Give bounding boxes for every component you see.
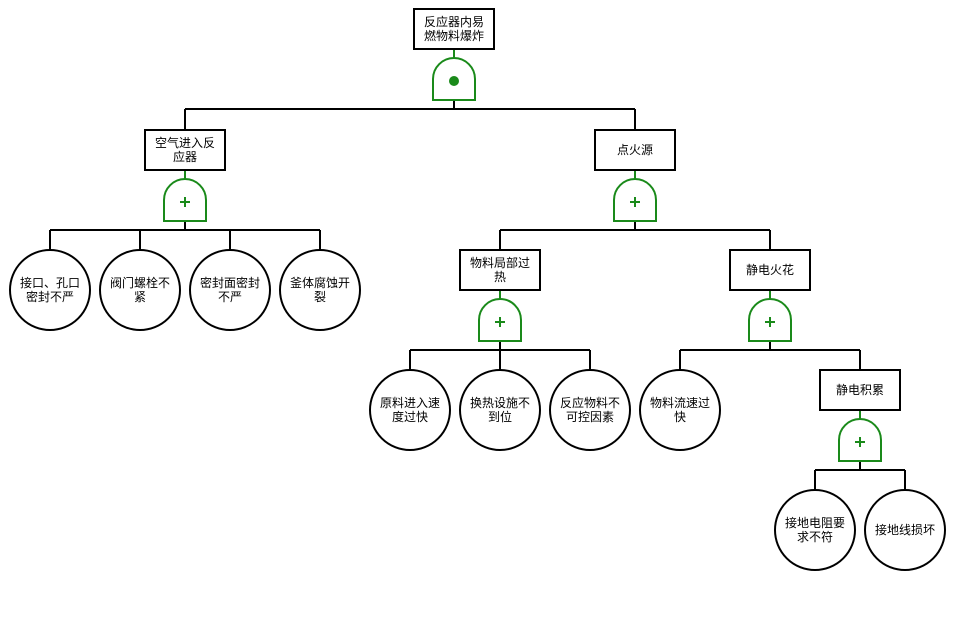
- basic-event-circle: [189, 249, 271, 331]
- event-label-line: 空气进入反: [155, 135, 215, 150]
- event-label-line: 阀门螺栓不: [110, 275, 170, 290]
- event-box: [594, 129, 676, 171]
- or-gate-icon: [478, 298, 522, 342]
- basic-event-circle: [369, 369, 451, 451]
- basic-event-circle: [279, 249, 361, 331]
- event-label-line: 物料局部过: [470, 255, 530, 270]
- event-label-line: 接口、孔口: [20, 275, 80, 290]
- event-label-line: 换热设施不: [470, 396, 530, 410]
- event-label-line: 紧: [134, 290, 146, 304]
- event-label-line: 到位: [488, 409, 512, 424]
- event-box: [144, 129, 226, 171]
- event-label-line: 热: [494, 270, 506, 284]
- event-label-line: 静电火花: [746, 262, 794, 277]
- event-label-line: 密封不严: [26, 289, 74, 304]
- basic-event-circle: [459, 369, 541, 451]
- event-label-line: 点火源: [617, 143, 653, 157]
- and-dot: [449, 76, 459, 86]
- event-label-line: 反应物料不: [560, 395, 620, 410]
- event-label-line: 应器: [173, 149, 197, 164]
- event-box: [413, 8, 495, 50]
- event-label-line: 求不符: [797, 529, 833, 544]
- event-label-line: 物料流速过: [650, 396, 710, 410]
- intermediate-event-spark[interactable]: 静电火花: [729, 249, 811, 291]
- basic-event-circle: [99, 249, 181, 331]
- basic-event-circle: [639, 369, 721, 451]
- event-label-line: 原料进入速: [380, 396, 440, 410]
- event-label-line: 密封面密封: [200, 275, 260, 290]
- or-gate-icon: [613, 178, 657, 222]
- basic-event-circle: [549, 369, 631, 451]
- event-label-line: 度过快: [392, 409, 428, 424]
- basic-event-circle: [9, 249, 91, 331]
- event-label-line: 裂: [314, 290, 326, 304]
- basic-event-b10[interactable]: 接地线损坏: [864, 489, 946, 571]
- event-label-line: 釜体腐蚀开: [290, 275, 350, 290]
- event-label-line: 反应器内易: [424, 14, 484, 29]
- connector-spark: [679, 290, 861, 370]
- or-gate-icon: [748, 298, 792, 342]
- event-label-line: 快: [674, 410, 686, 424]
- event-label-line: 不严: [218, 290, 242, 304]
- connector-air: [49, 170, 321, 250]
- intermediate-event-ignition[interactable]: 点火源: [594, 129, 676, 171]
- or-gate-icon: [838, 418, 882, 462]
- or-gate-icon: [163, 178, 207, 222]
- event-box: [819, 369, 901, 411]
- and-gate-icon: [432, 57, 476, 101]
- connector-overheat: [409, 290, 591, 370]
- event-label-line: 燃物料爆炸: [424, 28, 484, 43]
- event-label-line: 接地电阻要: [785, 515, 845, 530]
- event-box: [729, 249, 811, 291]
- basic-event-circle: [774, 489, 856, 571]
- intermediate-event-accum[interactable]: 静电积累: [819, 369, 901, 411]
- connector-top: [184, 49, 636, 130]
- basic-event-circle: [864, 489, 946, 571]
- event-label-line: 接地线损坏: [875, 522, 935, 537]
- event-label-line: 静电积累: [836, 383, 884, 397]
- event-box: [459, 249, 541, 291]
- event-label-line: 可控因素: [566, 410, 614, 424]
